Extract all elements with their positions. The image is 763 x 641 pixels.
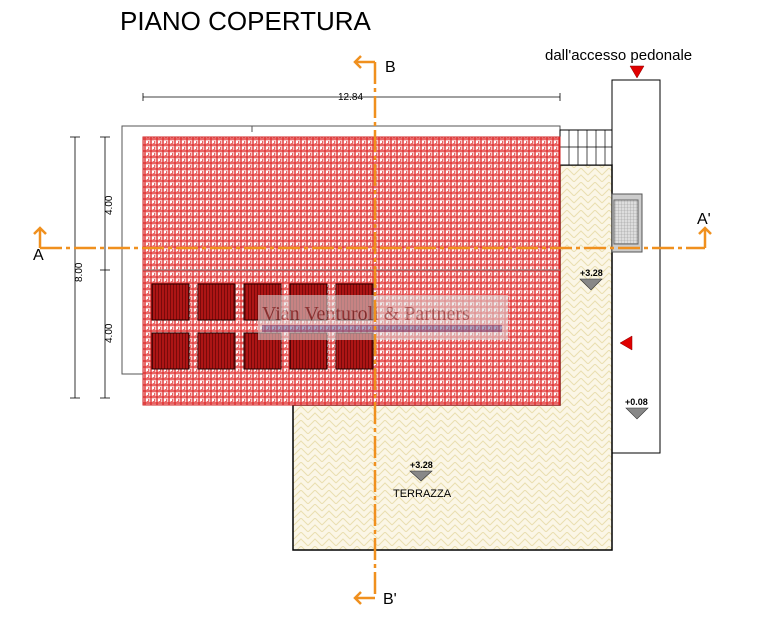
level-marker-terrace: +3.28 <box>409 460 433 482</box>
svg-text:+3.28: +3.28 <box>410 460 433 470</box>
level-marker-walkway: +0.08 <box>625 397 649 420</box>
dimension-height-bottom: 4.00 <box>104 323 115 343</box>
section-b-end-label: B' <box>383 591 397 608</box>
entrance-arrow-icon <box>619 335 633 351</box>
section-b-label: B <box>385 59 396 76</box>
section-a-label: A <box>33 247 44 264</box>
dimension-width: 12.84 <box>338 92 363 103</box>
svg-text:+0.08: +0.08 <box>625 397 648 407</box>
dimension-lines <box>70 93 561 399</box>
section-a-end-label: A' <box>697 211 711 228</box>
access-label: dall'accesso pedonale <box>545 47 692 64</box>
solar-panel <box>151 332 190 370</box>
pedestrian-walkway <box>611 79 661 454</box>
watermark-logo: Vian Venturoli & Partners <box>258 295 508 340</box>
terrace-label: TERRAZZA <box>393 488 452 500</box>
svg-text:+3.28: +3.28 <box>580 268 603 278</box>
dimension-height-top: 4.00 <box>104 195 115 215</box>
level-marker-terrace-upper: +3.28 <box>579 268 603 291</box>
drawing-title: PIANO COPERTURA <box>120 6 372 36</box>
section-lines <box>33 55 712 605</box>
chimney-element <box>611 193 643 253</box>
svg-text:Vian Venturoli & Partners: Vian Venturoli & Partners <box>262 303 470 325</box>
access-marker-icon <box>629 65 645 79</box>
dimension-height-total: 8.00 <box>74 262 85 282</box>
solar-panel <box>197 283 236 321</box>
stairs <box>559 129 613 166</box>
solar-panel <box>151 283 190 321</box>
solar-panel <box>197 332 236 370</box>
